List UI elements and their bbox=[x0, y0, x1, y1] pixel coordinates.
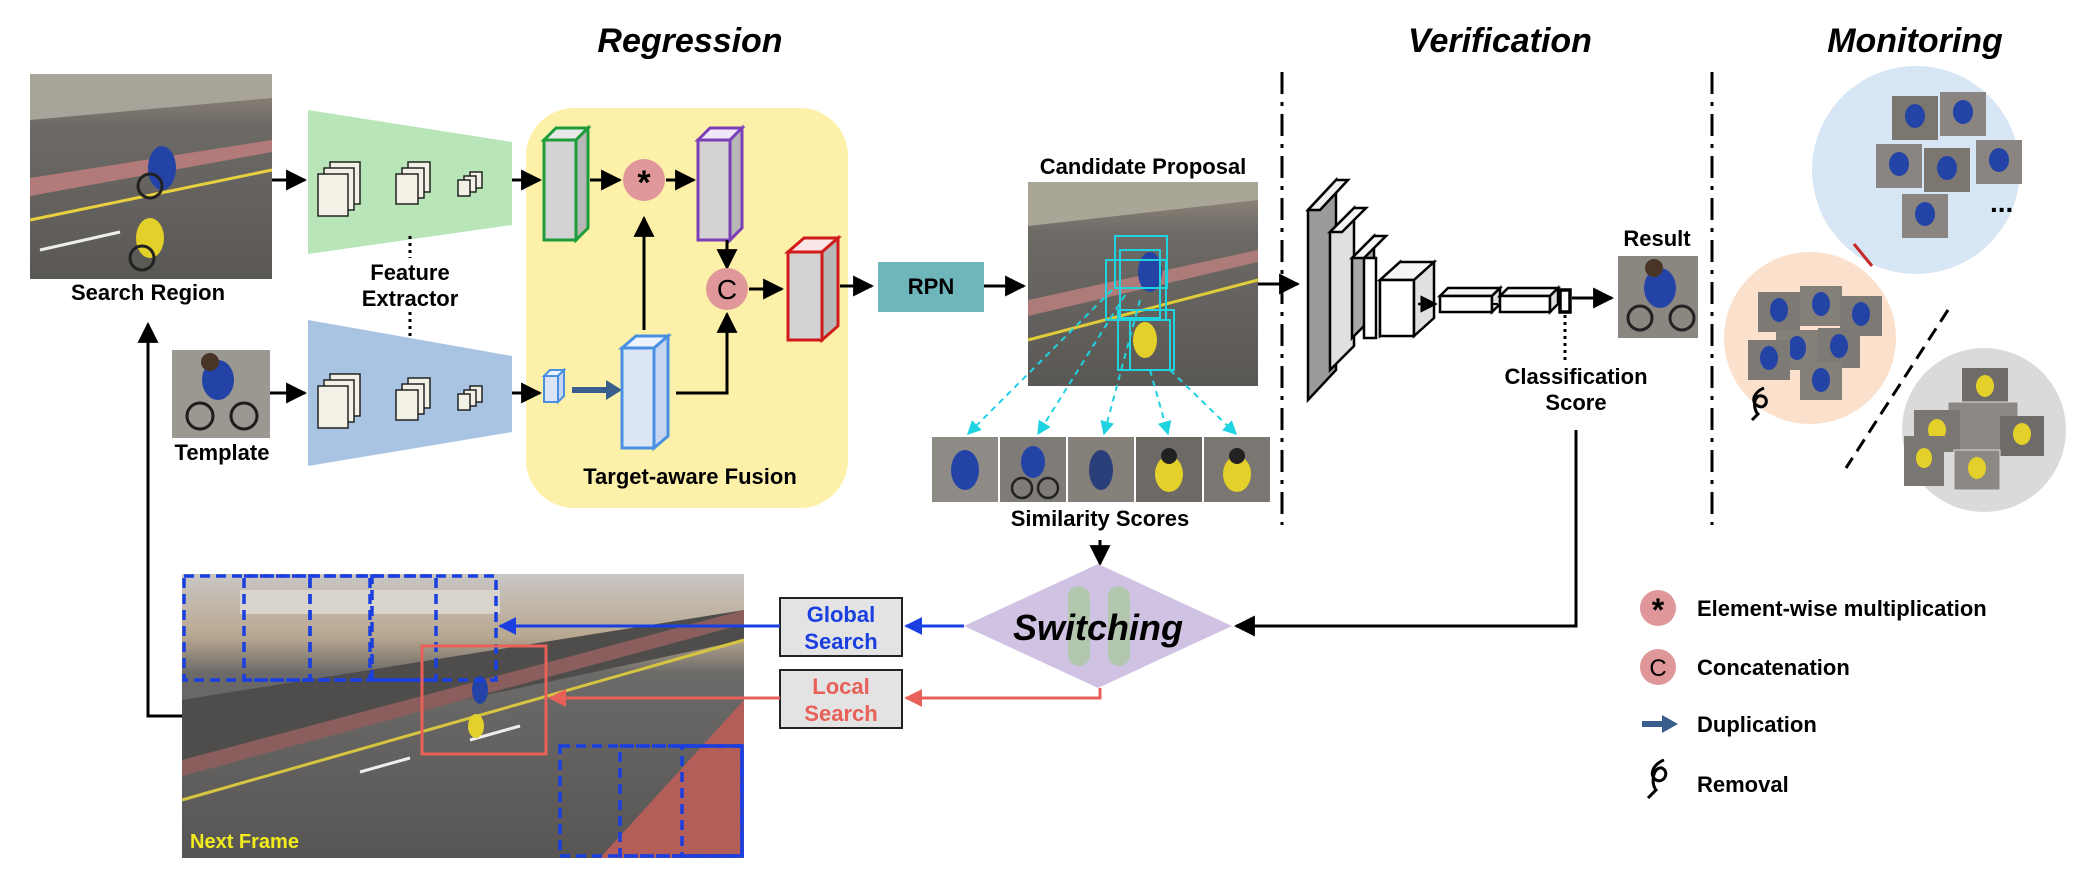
legend-text-duplication: Duplication bbox=[1697, 712, 1817, 737]
template-image bbox=[172, 350, 270, 438]
search-region-label: Search Region bbox=[71, 280, 225, 305]
target-aware-fusion-label: Target-aware Fusion bbox=[583, 464, 797, 489]
feature-extractor-label-line1: Feature bbox=[370, 260, 449, 285]
candidate-proposal-image bbox=[1027, 182, 1259, 386]
result-label: Result bbox=[1623, 226, 1691, 251]
duplication-arrow-head bbox=[606, 380, 622, 400]
crop-1 bbox=[932, 437, 998, 502]
multiply-symbol: * bbox=[637, 164, 651, 202]
legend: * Element-wise multiplication C Concaten… bbox=[1640, 590, 1987, 800]
concat-node bbox=[706, 268, 748, 310]
similarity-scores-label: Similarity Scores bbox=[1011, 506, 1190, 531]
feature-extractor-label-line2: Extractor bbox=[362, 286, 459, 311]
legend-item-multiplication: * Element-wise multiplication bbox=[1640, 590, 1987, 628]
crop-3 bbox=[1068, 437, 1134, 502]
monitor-gray-thumbnails bbox=[1904, 368, 2044, 491]
rpn-label: RPN bbox=[908, 274, 954, 299]
template-feature-map-large bbox=[617, 332, 673, 452]
local-search-box bbox=[779, 669, 903, 729]
local-search-line1: Local bbox=[812, 674, 869, 699]
arrow-classification-to-switching bbox=[1233, 430, 1578, 637]
blue-arrow-icon bbox=[1642, 715, 1678, 733]
concat-symbol: C bbox=[717, 274, 737, 305]
fused-feature-map bbox=[784, 234, 842, 344]
curl-arrow-icon bbox=[1646, 758, 1668, 800]
section-title-regression: Regression bbox=[597, 22, 782, 60]
monitor-divider-dashed bbox=[1844, 309, 1950, 469]
switching-label: Switching bbox=[1013, 607, 1183, 648]
section-title-monitoring: Monitoring bbox=[1827, 22, 2003, 60]
switching-diamond bbox=[964, 564, 1232, 688]
global-search-box bbox=[779, 597, 903, 657]
asterisk-circle-icon bbox=[1640, 590, 1676, 626]
crop-4 bbox=[1136, 437, 1202, 502]
rpn-block bbox=[878, 262, 984, 312]
legend-symbol-multiply: * bbox=[1652, 592, 1665, 628]
crop-2 bbox=[1000, 437, 1066, 502]
monitor-link-red bbox=[1852, 243, 1874, 267]
result-image bbox=[1618, 256, 1698, 338]
monitor-blue-thumbnails bbox=[1876, 92, 2022, 238]
search-extractor-feature-stack bbox=[317, 161, 483, 217]
local-search-window bbox=[420, 644, 548, 756]
template-feature-map-small bbox=[541, 367, 567, 405]
section-title-verification: Verification bbox=[1408, 22, 1592, 60]
search-feature-map bbox=[540, 124, 592, 244]
monitor-orange-thumbnails bbox=[1748, 286, 1882, 400]
next-frame-label: Next Frame bbox=[190, 831, 299, 853]
proposal-to-crops-arrows bbox=[967, 289, 1238, 436]
template-extractor-feature-stack bbox=[317, 373, 483, 429]
proposal-boxes bbox=[1105, 235, 1175, 371]
verification-network bbox=[1305, 176, 1572, 404]
multiply-node bbox=[623, 159, 665, 201]
search-region-image bbox=[29, 74, 273, 279]
arrow-next-frame-to-search-region bbox=[137, 321, 182, 718]
global-search-line2: Search bbox=[804, 629, 877, 654]
monitor-ellipsis: ... bbox=[1990, 187, 2013, 218]
legend-text-concatenation: Concatenation bbox=[1697, 655, 1850, 680]
c-circle-icon bbox=[1640, 649, 1676, 685]
legend-item-duplication: Duplication bbox=[1642, 712, 1817, 737]
next-frame-image bbox=[181, 574, 745, 858]
classification-score-label-line2: Score bbox=[1545, 390, 1606, 415]
legend-text-multiplication: Element-wise multiplication bbox=[1697, 596, 1987, 621]
switch-toggle-left bbox=[1068, 586, 1090, 666]
arrow-template-to-concat bbox=[676, 311, 738, 395]
candidate-proposal-label: Candidate Proposal bbox=[1040, 154, 1247, 179]
correlation-feature-map bbox=[694, 124, 746, 244]
legend-item-concatenation: C Concatenation bbox=[1640, 649, 1850, 685]
monitor-removal-icon bbox=[1750, 386, 1768, 422]
arrow-switching-to-local bbox=[904, 688, 1102, 707]
legend-text-removal: Removal bbox=[1697, 772, 1789, 797]
global-search-windows bbox=[182, 574, 744, 858]
proposal-crops bbox=[932, 437, 1270, 502]
crop-5 bbox=[1204, 437, 1270, 502]
global-search-line1: Global bbox=[807, 602, 875, 627]
local-search-line2: Search bbox=[804, 701, 877, 726]
classification-score-label-line1: Classification bbox=[1504, 364, 1647, 389]
legend-item-removal: Removal bbox=[1646, 758, 1789, 800]
target-aware-fusion-panel bbox=[526, 108, 848, 508]
template-label: Template bbox=[175, 440, 270, 465]
legend-symbol-concat: C bbox=[1649, 655, 1666, 682]
switch-toggle-right bbox=[1108, 586, 1130, 666]
